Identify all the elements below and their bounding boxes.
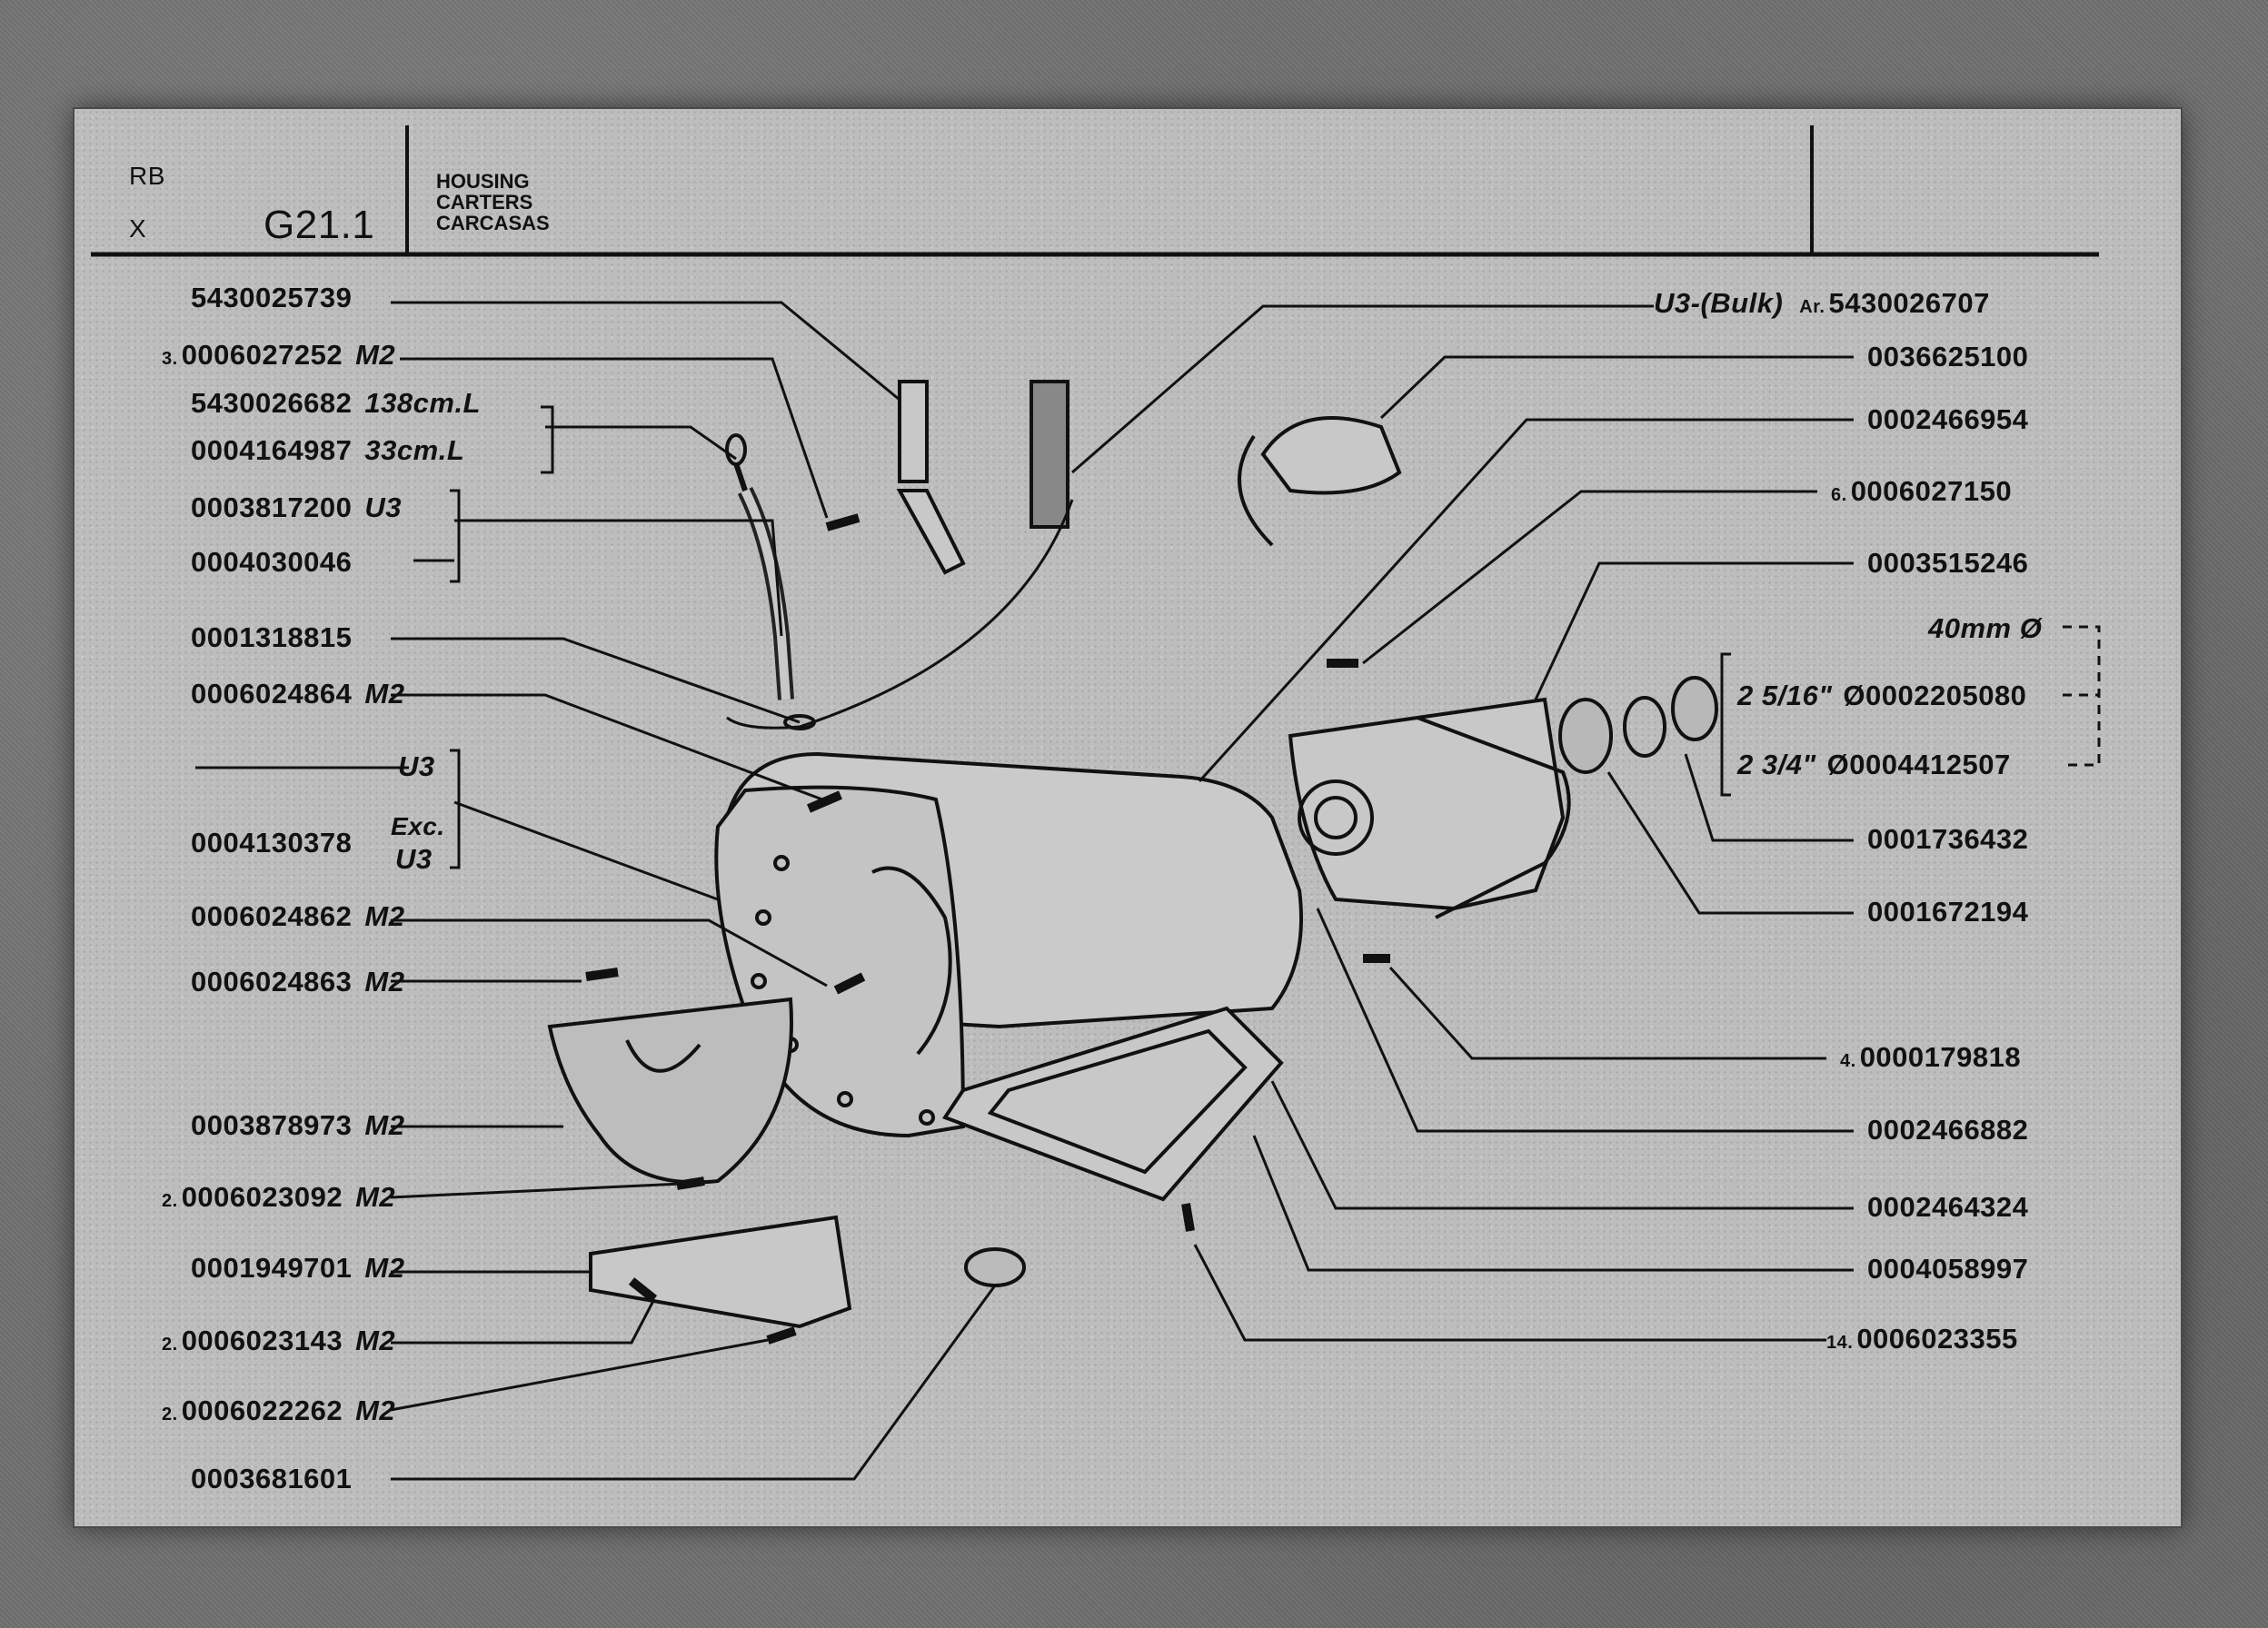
part-label-left: 5430025739: [191, 282, 353, 313]
bolt-b: [833, 972, 866, 995]
part-label-right: 0002464324: [1867, 1191, 2029, 1223]
part-label-left: 0004030046: [191, 546, 353, 578]
part-label-right: 0001736432: [1867, 823, 2029, 855]
mounting-bracket: [589, 1215, 852, 1329]
clip-arc: [1238, 434, 1274, 547]
title-block: HOUSING CARTERS CARCASAS: [436, 171, 550, 233]
bolt-c: [807, 790, 842, 813]
snap-ring: [1623, 696, 1666, 758]
part-label-right: 0001672194: [1867, 896, 2029, 928]
seal-2: [1671, 676, 1718, 741]
corner-code-top: RB: [129, 162, 165, 190]
part-label-left: Exc.: [391, 812, 445, 840]
group-arc: [726, 499, 1074, 730]
part-label-right: U3-(Bulk)Ar.5430026707: [1654, 287, 1990, 319]
bolt-a: [825, 513, 860, 531]
washer: [964, 1247, 1026, 1287]
extension-housing: [1288, 697, 1571, 919]
corner-code-bottom: X: [129, 214, 147, 243]
hose-clip: [1260, 416, 1402, 495]
dipstick-handle: [725, 433, 747, 466]
part-label-right: 0036625100: [1867, 341, 2029, 372]
parts-sheet: [75, 109, 2181, 1526]
leader-lines-right: [1071, 304, 2101, 1342]
part-label-left: U3: [395, 843, 433, 875]
dipstick: [733, 462, 748, 491]
part-label-left: 0004130378: [191, 827, 353, 859]
part-label-right: 0002466954: [1867, 403, 2029, 435]
part-label-left: 0001318815: [191, 621, 353, 653]
leader-lines-left: [195, 301, 997, 1481]
seal-1: [1558, 698, 1613, 774]
part-label-left: 0003681601: [191, 1463, 353, 1494]
part-label-right: 6.0006027150: [1831, 475, 2013, 507]
dust-cover-notch: [625, 1039, 701, 1073]
part-label-left: U3: [398, 750, 435, 782]
part-label-right: 2 3/4"Ø0004412507: [1737, 749, 2011, 780]
vent-hose: [1030, 380, 1069, 529]
part-label-right: 0002466882: [1867, 1114, 2029, 1146]
part-label-right: 2 5/16"Ø0002205080: [1737, 680, 2027, 711]
breather-pipe: [898, 380, 929, 483]
title-fr: CARTERS: [436, 191, 533, 214]
title-es: CARCASAS: [436, 212, 550, 235]
section-code: G21.1: [264, 203, 375, 247]
bolt-h: [1181, 1203, 1195, 1232]
bolt-d: [585, 968, 619, 981]
breather-bracket: [896, 489, 966, 575]
part-label-right: 4.0000179818: [1840, 1041, 2022, 1073]
bolt-g: [766, 1326, 797, 1345]
part-label-right: 0004058997: [1867, 1253, 2029, 1285]
part-label-right: 0003515246: [1867, 547, 2029, 579]
part-label-right: 14.0006023355: [1826, 1323, 2018, 1355]
dust-cover: [547, 997, 793, 1185]
oil-pan: [941, 1006, 1284, 1202]
title-en: HOUSING: [436, 170, 530, 193]
bolt-f: [628, 1277, 658, 1303]
part-label-right: 40mm Ø: [1928, 612, 2043, 644]
